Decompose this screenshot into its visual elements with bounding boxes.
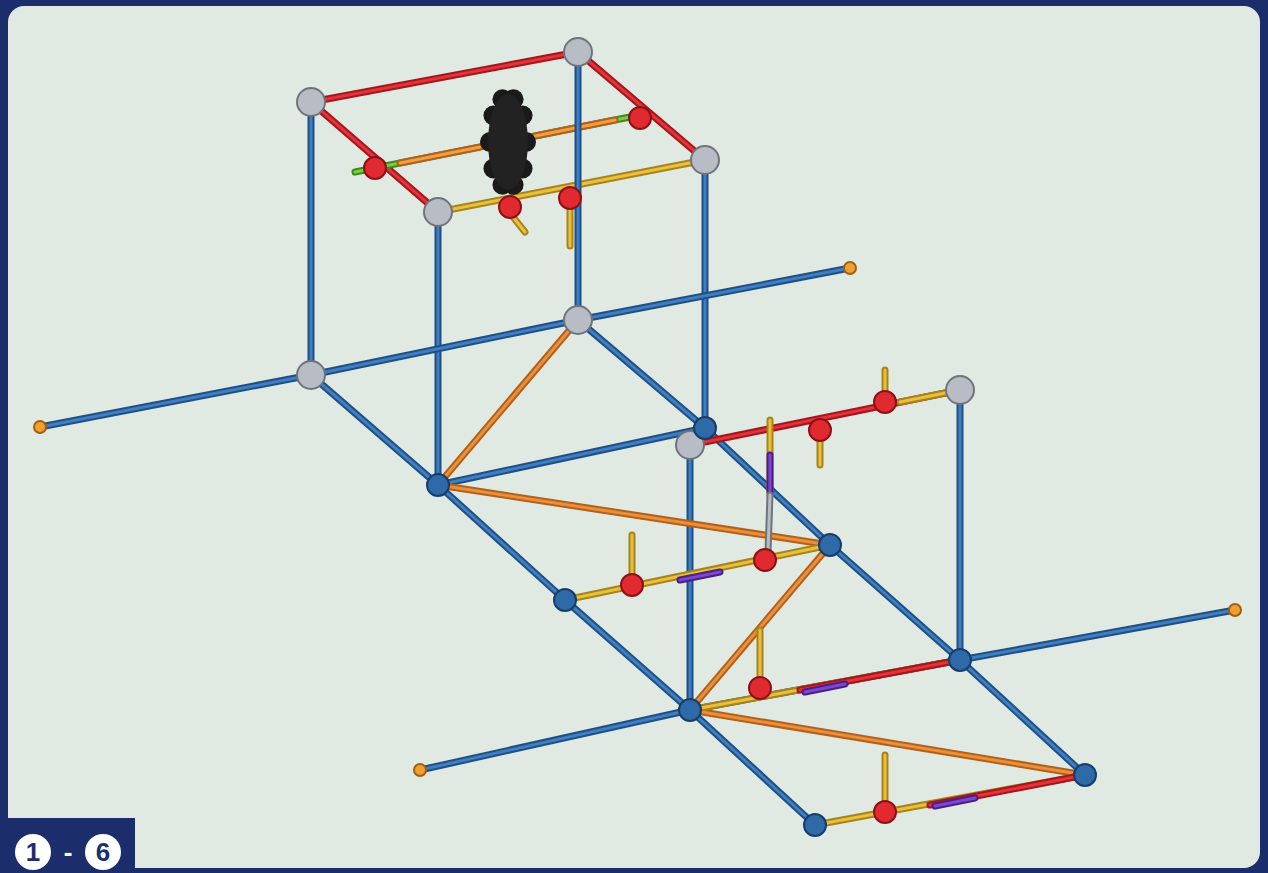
rod (680, 572, 720, 580)
connector (694, 417, 716, 439)
rod (40, 375, 311, 427)
rod-end (844, 262, 856, 274)
rod (815, 775, 1085, 825)
rod (577, 52, 580, 320)
rod (400, 147, 480, 163)
rod (930, 775, 1085, 805)
connector (749, 677, 771, 699)
connector (874, 391, 896, 413)
rod (935, 798, 975, 806)
connector (559, 187, 581, 209)
rod (565, 545, 830, 600)
connector (804, 814, 826, 836)
rod (690, 390, 960, 445)
rod-end (414, 764, 426, 776)
connector (564, 306, 592, 334)
rod (400, 147, 480, 163)
rod (960, 610, 1235, 660)
rod (565, 545, 830, 600)
rod (438, 160, 705, 212)
step-number: 6 (85, 834, 121, 870)
connector (424, 198, 452, 226)
rod (578, 268, 850, 320)
connector (679, 699, 701, 721)
rod (767, 420, 774, 495)
connector (427, 474, 449, 496)
rod (959, 390, 962, 660)
rod (769, 420, 772, 495)
rod (578, 52, 705, 160)
rod (690, 660, 960, 710)
rod (578, 268, 850, 320)
rod-end (1229, 604, 1241, 616)
rod (680, 572, 720, 580)
connector (754, 549, 776, 571)
rod (578, 320, 705, 428)
step-badge: 1-6 (0, 818, 135, 873)
rod (311, 52, 578, 102)
rod (575, 52, 582, 320)
connector (297, 88, 325, 116)
rod (308, 102, 315, 375)
rod (311, 375, 438, 485)
rod (815, 775, 1085, 825)
step-number: 1 (15, 834, 51, 870)
rod (957, 390, 964, 660)
rod (830, 545, 960, 660)
connector (946, 376, 974, 404)
connector (949, 649, 971, 671)
rod (40, 375, 311, 427)
rod-end (34, 421, 46, 433)
rod (690, 660, 960, 710)
rod (930, 775, 1085, 805)
rod (960, 610, 1235, 660)
rod (438, 160, 705, 212)
connector (874, 801, 896, 823)
rod (565, 600, 690, 710)
rod (420, 710, 690, 770)
connector (1074, 764, 1096, 786)
connector (629, 107, 651, 129)
rod (438, 320, 578, 485)
rod (935, 798, 975, 806)
connector (554, 589, 576, 611)
rod (690, 390, 960, 445)
step-separator: - (58, 834, 78, 870)
rod (830, 545, 960, 660)
rod (438, 320, 578, 485)
gear (480, 89, 536, 195)
rod (767, 455, 774, 492)
connector (819, 534, 841, 556)
rod (805, 684, 845, 692)
rod (769, 455, 772, 492)
rod (768, 495, 770, 552)
connector (809, 419, 831, 441)
connector (297, 361, 325, 389)
rod (420, 710, 690, 770)
rod (311, 52, 578, 102)
connector (364, 157, 386, 179)
connector (691, 146, 719, 174)
rod (311, 375, 438, 485)
rod (578, 52, 705, 160)
rod (805, 684, 845, 692)
rod (578, 320, 705, 428)
connector (499, 196, 521, 218)
rod (310, 102, 313, 375)
rod (565, 600, 690, 710)
connector (621, 574, 643, 596)
rod (768, 495, 770, 552)
connector (564, 38, 592, 66)
